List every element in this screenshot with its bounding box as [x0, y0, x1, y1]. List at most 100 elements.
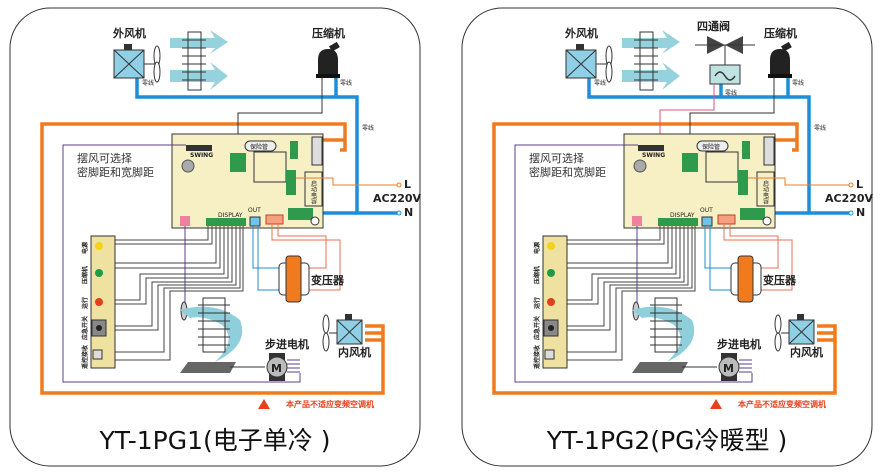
- panel-2: 零线 零线 零线 零线 外风机 四通阀: [461, 7, 874, 467]
- neutral-terminal-label[interactable]: N: [856, 206, 865, 219]
- louver-blade-icon: [632, 362, 688, 373]
- airflow-arrow-icon: [180, 306, 243, 362]
- indicator-label-compressor: 压缩机: [81, 266, 89, 284]
- transformer-connector: [717, 214, 736, 225]
- live-terminal-label[interactable]: L: [856, 178, 863, 191]
- compressor-icon: [770, 49, 790, 78]
- live-connector: [738, 170, 748, 195]
- compressor-relay-connector: [682, 153, 698, 172]
- start-capacitor-label: 启动电容: [310, 179, 317, 205]
- out-label: OUT: [248, 207, 261, 214]
- panel-frame: [461, 7, 873, 467]
- model-title: YT-1PG1(电子单冷 ): [99, 426, 331, 455]
- valve-coil-icon: [709, 64, 741, 85]
- indicator-label-run: 运行: [81, 297, 89, 309]
- swing-note-line1: 摆风可选择: [77, 151, 132, 165]
- swing-connector: [638, 145, 664, 151]
- panel-1: 零线 零线 零线 外风机 压缩机 SWING: [9, 7, 422, 467]
- compressor-indicator-led: [547, 269, 555, 277]
- mount-hole: [762, 216, 772, 226]
- airflow-arrow-icon: [632, 306, 695, 362]
- transformer-connector: [265, 214, 284, 225]
- indoor-fan-connector: [742, 141, 750, 159]
- louver-blade-icon: [180, 362, 236, 373]
- wiring-panel: 零线 零线 零线 外风机 压缩机 SWING: [9, 7, 422, 467]
- relay: [253, 151, 287, 183]
- four-way-valve: 四通阀: [659, 19, 755, 134]
- live-connector: [286, 170, 296, 195]
- indicator-label-power: 电源: [81, 242, 89, 254]
- ir-receiver-icon: [544, 349, 555, 360]
- power-loop: [40, 122, 385, 395]
- indicator-panel: 电源 压缩机 运行 应急开关 遥控接收: [533, 235, 568, 369]
- start-capacitor: [304, 171, 323, 207]
- out-connector: [249, 216, 261, 227]
- neutral-label-compressor: 零线: [340, 79, 352, 87]
- compressor-icon: [318, 49, 338, 78]
- display-label: DISPLAY: [218, 212, 243, 219]
- louver-grill-icon: [650, 297, 682, 353]
- condenser-grill-icon: [170, 30, 228, 91]
- run-indicator-led: [547, 298, 555, 306]
- start-capacitor-label: 启动电容: [762, 179, 769, 205]
- warning-text: 本产品不适应变频空调机: [737, 399, 826, 409]
- neutral-label-compressor: 零线: [792, 79, 804, 87]
- display-wiring: [115, 226, 244, 361]
- indoor-fan-label: 内风机: [790, 345, 823, 359]
- start-capacitor: [756, 171, 775, 207]
- display-wiring: [567, 226, 696, 361]
- buzzer-icon: [633, 159, 647, 173]
- power-loop: [492, 122, 837, 395]
- out-label: OUT: [700, 207, 713, 214]
- swing-connector: [186, 145, 212, 151]
- indicator-label-emergency: 应急开关: [81, 316, 89, 340]
- display-label: DISPLAY: [670, 212, 695, 219]
- motor-letter: M: [723, 362, 734, 375]
- swing-note-line2: 密脚距和宽脚距: [529, 165, 606, 179]
- indoor-fan-blade-icon: [322, 314, 330, 334]
- condenser-grill-icon: [622, 30, 680, 91]
- indicator-label-power: 电源: [533, 242, 541, 254]
- swing-label: SWING: [190, 152, 213, 159]
- wiring-panel: 零线 零线 零线 零线 外风机 四通阀: [461, 7, 874, 467]
- out-connector: [701, 216, 713, 227]
- compressor-label: 压缩机: [312, 26, 345, 40]
- outdoor-fan-label: 外风机: [564, 26, 598, 40]
- fuse-icon: [244, 140, 277, 152]
- fuse-icon: [696, 140, 729, 152]
- panel-frame: [9, 7, 421, 467]
- indicator-label-receiver: 遥控接收: [533, 345, 541, 369]
- neutral-label-main: 零线: [362, 124, 374, 132]
- neutral-terminal-label[interactable]: N: [404, 206, 413, 219]
- motor-letter: M: [271, 362, 282, 375]
- fuse-label: 保险管: [702, 143, 720, 151]
- run-indicator-led: [95, 298, 103, 306]
- display-connector: [658, 218, 698, 226]
- indoor-fan-label: 内风机: [338, 345, 371, 359]
- swing-note-line1: 摆风可选择: [529, 151, 584, 165]
- indicator-label-run: 运行: [533, 297, 541, 309]
- terminal-block: [311, 136, 323, 166]
- power-indicator-led: [547, 242, 555, 250]
- power-indicator-led: [95, 242, 103, 250]
- indicator-label-compressor: 压缩机: [533, 266, 541, 284]
- swing-label: SWING: [642, 152, 665, 159]
- warning-icon: [710, 399, 722, 409]
- ac-supply-label: AC220V: [373, 192, 422, 205]
- compressor-label: 压缩机: [764, 26, 797, 40]
- four-way-valve-label: 四通阀: [697, 19, 730, 33]
- transformer-label: 变压器: [763, 273, 797, 287]
- sensor-connector: [632, 216, 642, 226]
- fuse-label: 保险管: [250, 143, 268, 151]
- stepper-motor-icon: [266, 356, 288, 378]
- model-title: YT-1PG2(PG冷暖型 ): [546, 426, 787, 455]
- indicator-label-receiver: 遥控接收: [81, 345, 89, 369]
- relay: [705, 151, 739, 183]
- display-connector: [206, 218, 246, 226]
- live-terminal-label[interactable]: L: [404, 178, 411, 191]
- outdoor-fan-label: 外风机: [112, 26, 146, 40]
- warning-icon: [258, 399, 270, 409]
- neutral-label-valve: 零线: [725, 89, 737, 97]
- sensor-connector: [180, 216, 190, 226]
